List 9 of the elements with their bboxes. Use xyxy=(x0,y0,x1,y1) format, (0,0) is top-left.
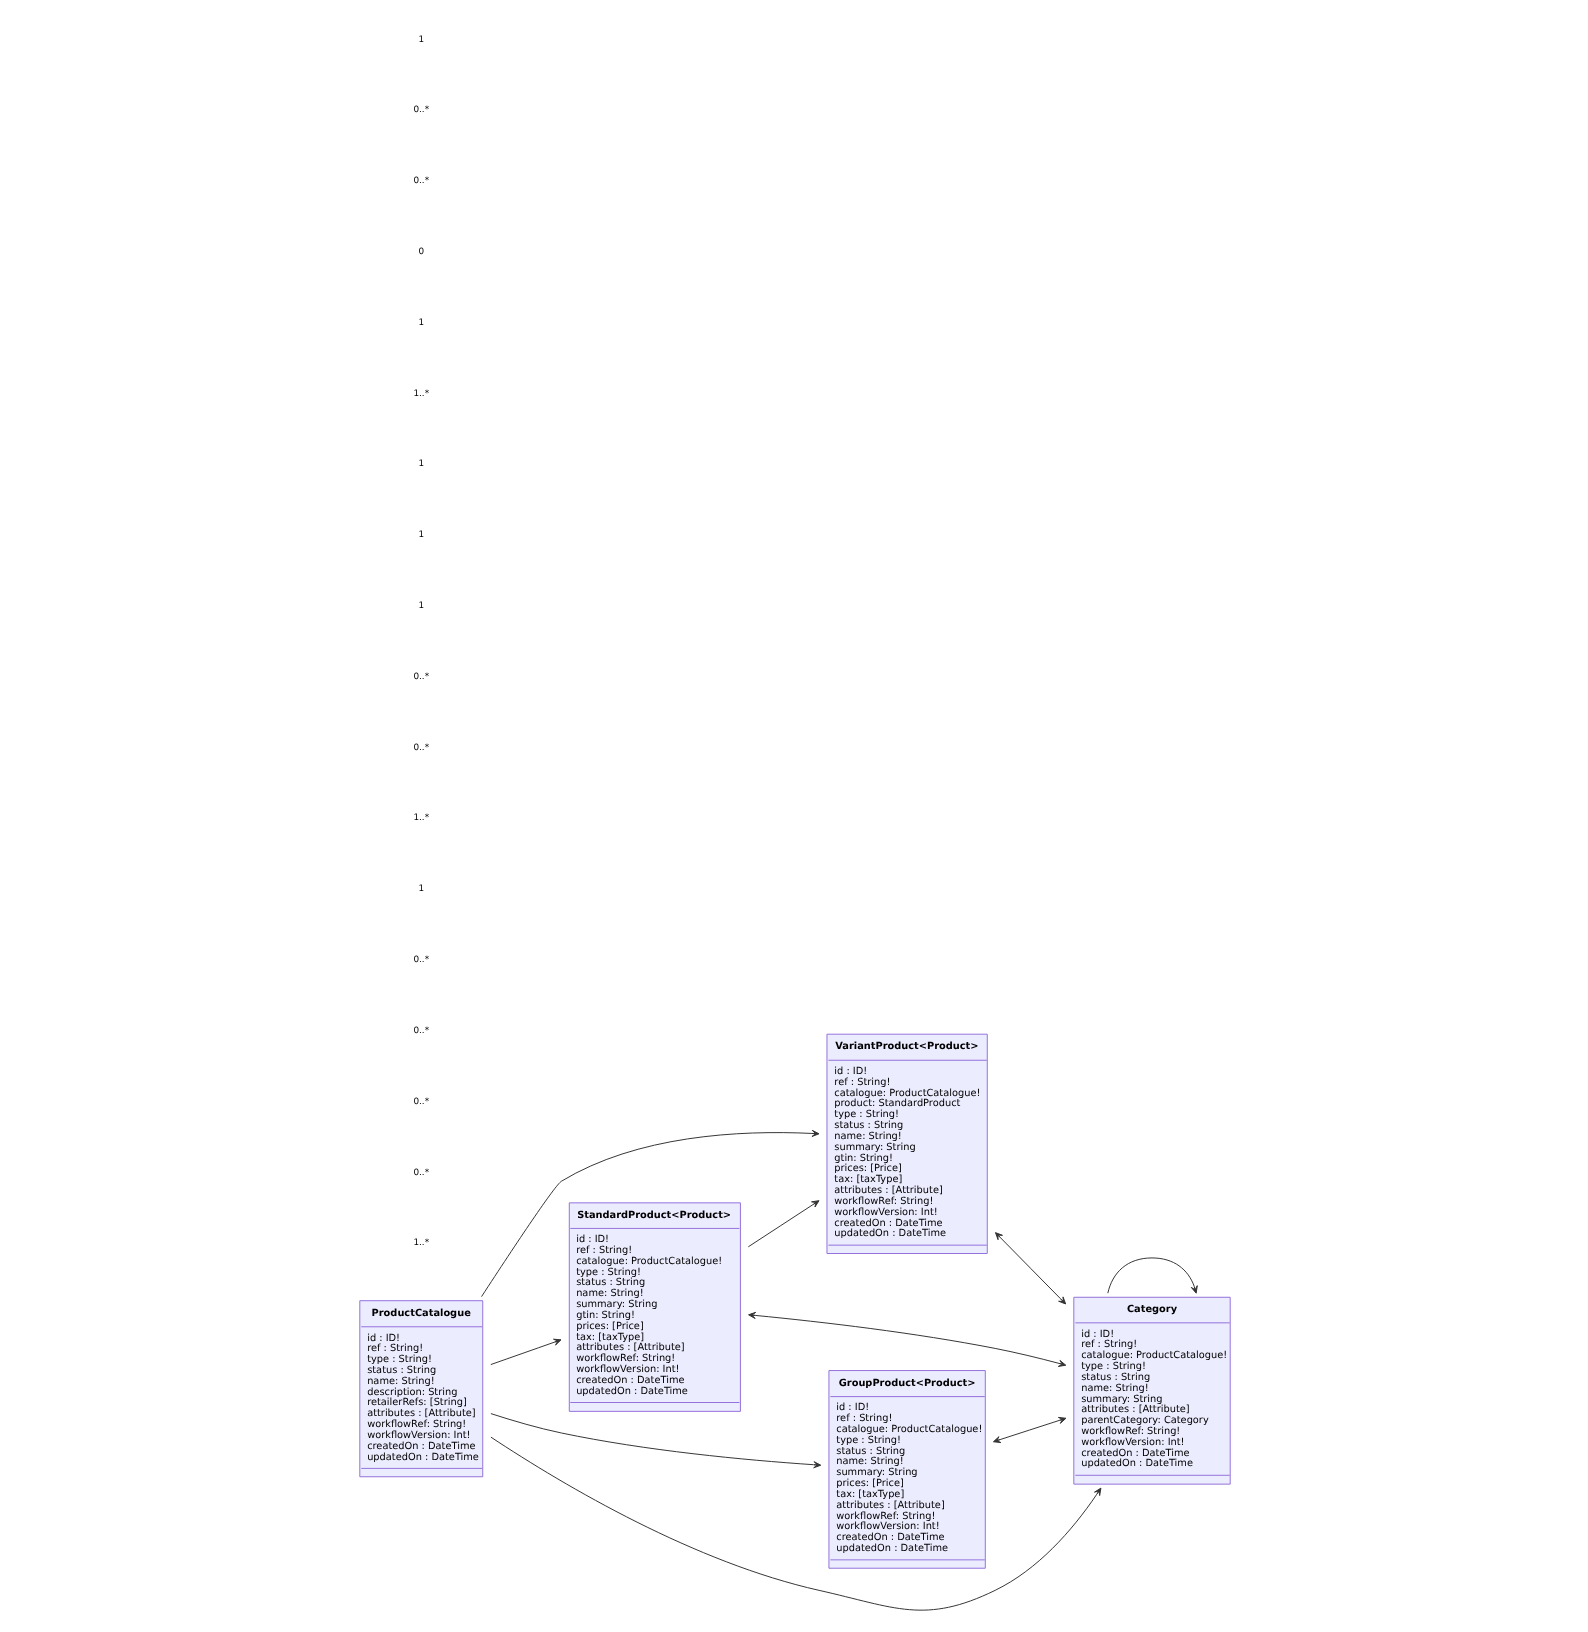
arrow xyxy=(746,1200,819,1248)
arrow xyxy=(489,1436,1101,1611)
arrow xyxy=(747,1311,1066,1367)
arrow xyxy=(489,1413,821,1469)
arrow xyxy=(993,1232,1066,1305)
arrow xyxy=(1106,1257,1197,1294)
arrow xyxy=(991,1416,1066,1444)
arrow xyxy=(489,1338,561,1366)
arrow xyxy=(480,1129,819,1298)
